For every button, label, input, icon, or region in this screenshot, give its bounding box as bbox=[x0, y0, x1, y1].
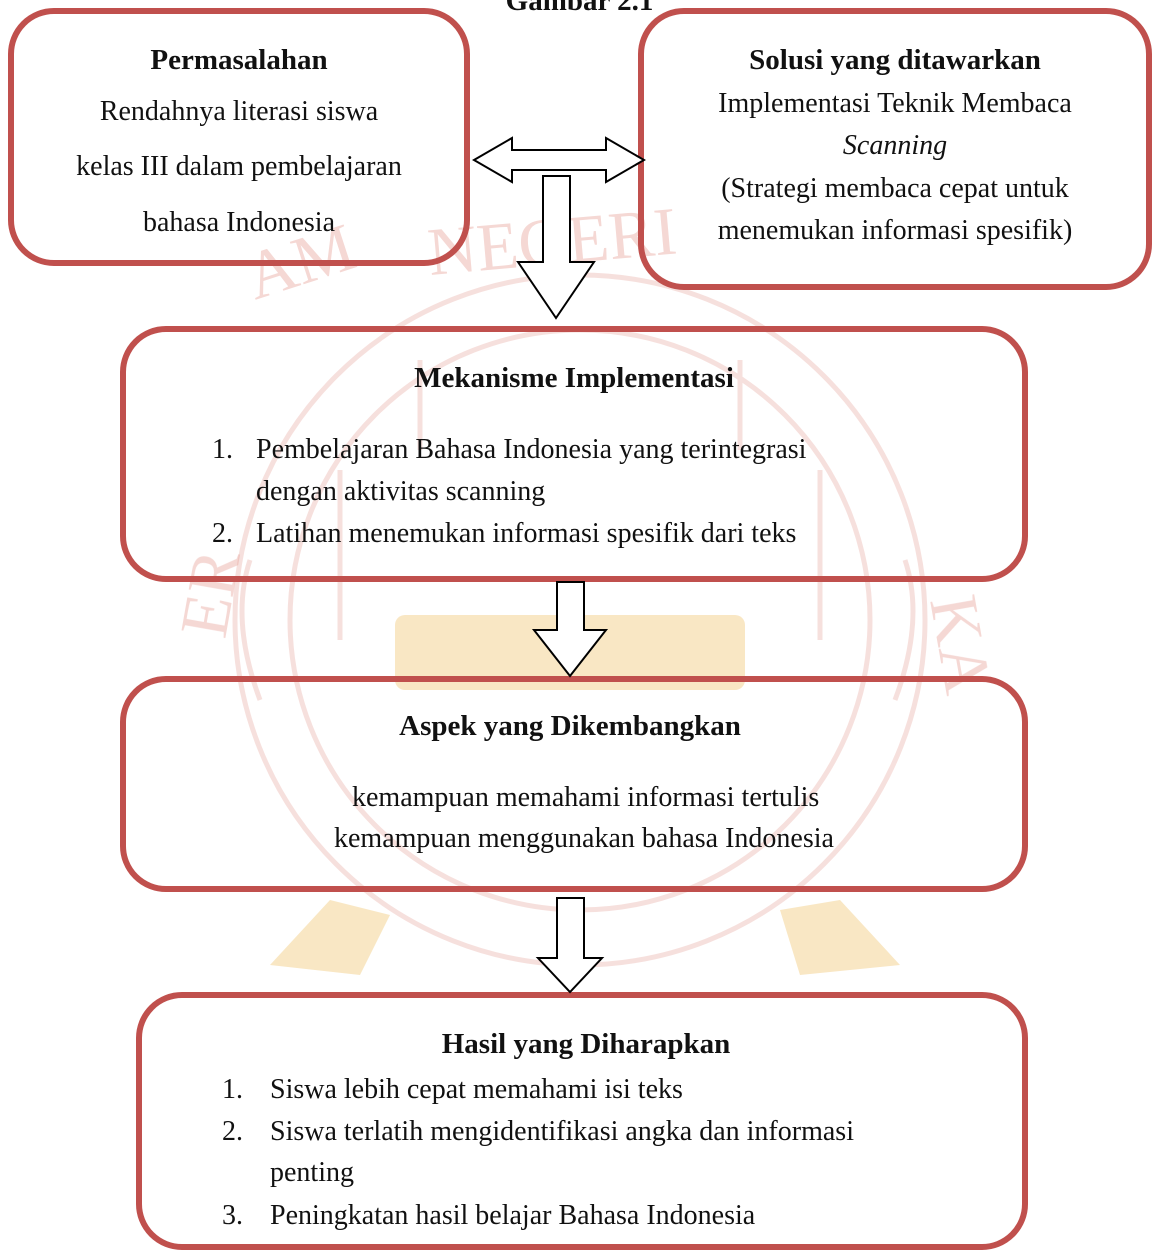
results-item-2-number: 2. bbox=[222, 1116, 243, 1147]
results-item-1-number: 1. bbox=[222, 1074, 243, 1105]
figure-caption: Gambar 2.1 bbox=[505, 0, 654, 17]
solution-line-1: Implementasi Teknik Membaca bbox=[718, 88, 1072, 119]
results-item-3-line-1: Peningkatan hasil belajar Bahasa Indones… bbox=[270, 1200, 756, 1231]
problem-box: Permasalahan Rendahnya literasi siswa ke… bbox=[8, 8, 470, 266]
results-item-2-line-1: Siswa terlatih mengidentifikasi angka da… bbox=[270, 1116, 854, 1147]
mechanism-box: Mekanisme Implementasi 1. Pembelajaran B… bbox=[120, 326, 1028, 582]
problem-line-3: bahasa Indonesia bbox=[142, 207, 336, 238]
mechanism-item-2-line-1: Latihan menemukan informasi spesifik dar… bbox=[256, 518, 797, 549]
problem-line-1: Rendahnya literasi siswa bbox=[99, 96, 379, 127]
problem-title: Permasalahan bbox=[150, 44, 328, 76]
aspects-line-1: kemampuan memahami informasi tertulis bbox=[352, 782, 820, 813]
mechanism-item-2-number: 2. bbox=[212, 518, 233, 549]
mechanism-title: Mekanisme Implementasi bbox=[414, 362, 734, 394]
problem-line-2: kelas III dalam pembelajaran bbox=[76, 151, 402, 182]
down-arrow-icon-1 bbox=[516, 175, 596, 320]
solution-box: Solusi yang ditawarkan Implementasi Tekn… bbox=[638, 8, 1152, 290]
solution-title: Solusi yang ditawarkan bbox=[749, 44, 1041, 76]
results-item-2-line-2: penting bbox=[270, 1157, 354, 1188]
results-title: Hasil yang Diharapkan bbox=[441, 1028, 731, 1060]
mechanism-item-1-line-1: Pembelajaran Bahasa Indonesia yang terin… bbox=[256, 434, 807, 465]
solution-line-4: menemukan informasi spesifik) bbox=[717, 215, 1073, 246]
results-item-1-line-1: Siswa lebih cepat memahami isi teks bbox=[270, 1074, 683, 1105]
results-item-3-number: 3. bbox=[222, 1200, 243, 1231]
down-arrow-icon-3 bbox=[535, 897, 605, 994]
solution-line-2: Scanning bbox=[842, 130, 948, 161]
mechanism-item-1-number: 1. bbox=[212, 434, 233, 465]
double-arrow-icon bbox=[472, 136, 646, 184]
mechanism-item-1-line-2: dengan aktivitas scanning bbox=[256, 476, 546, 507]
aspects-title: Aspek yang Dikembangkan bbox=[399, 710, 741, 742]
results-box: Hasil yang Diharapkan 1. Siswa lebih cep… bbox=[136, 992, 1028, 1250]
down-arrow-icon-2 bbox=[531, 581, 609, 678]
aspects-line-2: kemampuan menggunakan bahasa Indonesia bbox=[334, 823, 834, 854]
solution-line-3: (Strategi membaca cepat untuk bbox=[721, 173, 1069, 204]
aspects-box: Aspek yang Dikembangkan kemampuan memaha… bbox=[120, 676, 1028, 892]
